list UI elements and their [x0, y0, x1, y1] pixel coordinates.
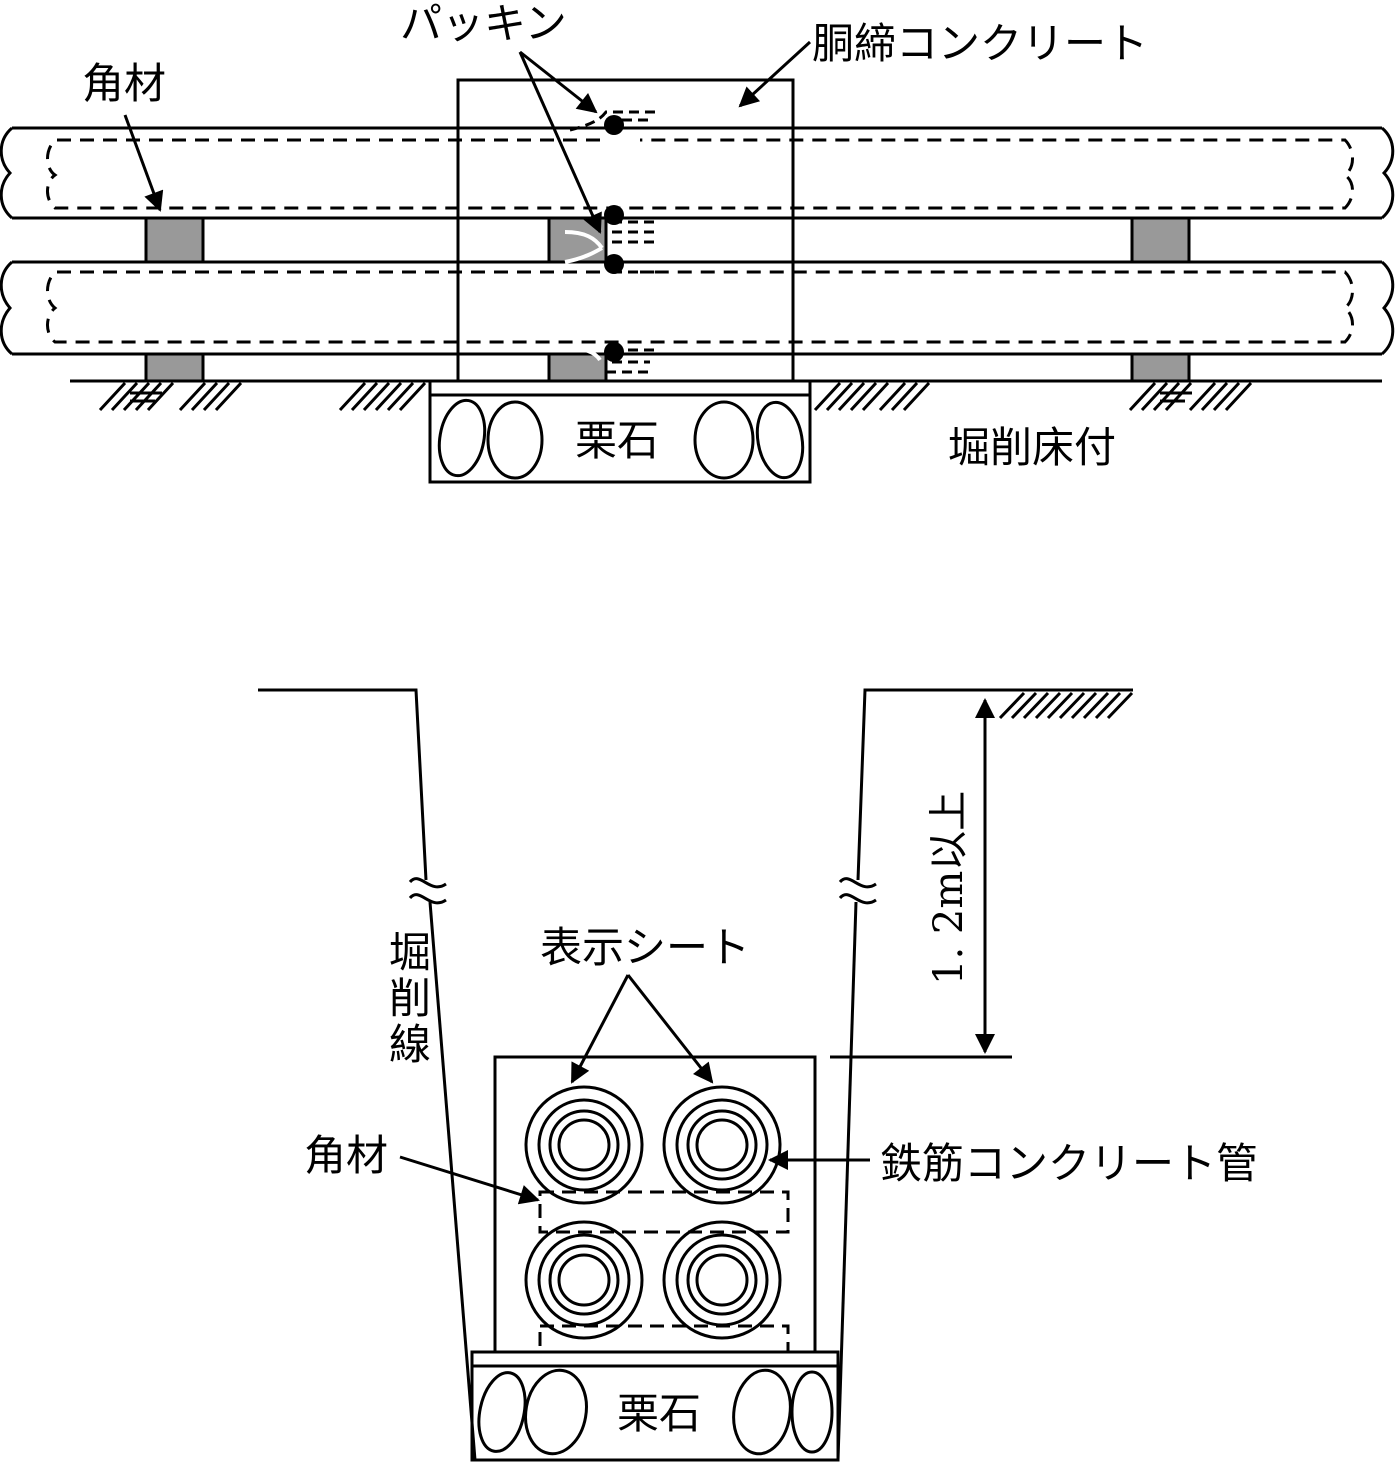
rc-pipe-bottom-left: [524, 1220, 644, 1340]
top-view-labels: パッキン 胴締コンクリート 角材 栗石 堀削床付: [82, 0, 1148, 472]
trench-outline: [258, 688, 1133, 1461]
concrete-band: [456, 78, 795, 383]
top-view: [0, 40, 1395, 484]
gravel-bed-section: [470, 1350, 840, 1462]
label-square-timber-top: 角材: [82, 59, 166, 108]
label-marker-sheet: 表示シート: [540, 923, 750, 972]
ground-hatching-top: [98, 381, 1253, 412]
leaders-top: [123, 40, 812, 234]
rc-pipes: [524, 1085, 782, 1340]
label-excavation-line: 堀削線: [383, 930, 432, 1068]
rc-pipe-top-right: [662, 1085, 782, 1205]
leaders-section: [399, 974, 870, 1205]
label-gravel-section: 栗石: [617, 1389, 701, 1438]
label-concrete-band: 胴締コンクリート: [812, 19, 1148, 68]
depth-dimension: [830, 698, 1012, 1059]
square-timbers-top: [144, 216, 1191, 383]
section-view-labels: 表示シート 角材 鉄筋コンクリート管 堀削線 1. 2m以上 栗石: [304, 791, 1258, 1438]
packing-dots: [604, 115, 624, 362]
label-rc-pipe: 鉄筋コンクリート管: [880, 1139, 1258, 1188]
section-view: [258, 688, 1134, 1462]
rc-pipe-bottom-right: [662, 1220, 782, 1340]
label-square-timber-section: 角材: [304, 1131, 388, 1180]
pipe-upper: [0, 126, 1395, 220]
ground-hatching-section: [998, 691, 1134, 720]
concrete-encasement: [493, 1055, 817, 1354]
pipe-lower: [0, 260, 1395, 356]
label-packing: パッキン: [400, 0, 567, 48]
gravel-bed-top: [428, 379, 812, 484]
rc-pipe-top-left: [524, 1085, 644, 1205]
label-depth: 1. 2m以上: [926, 791, 972, 985]
label-excavation-bed: 堀削床付: [948, 423, 1116, 472]
label-gravel-top: 栗石: [575, 416, 659, 465]
